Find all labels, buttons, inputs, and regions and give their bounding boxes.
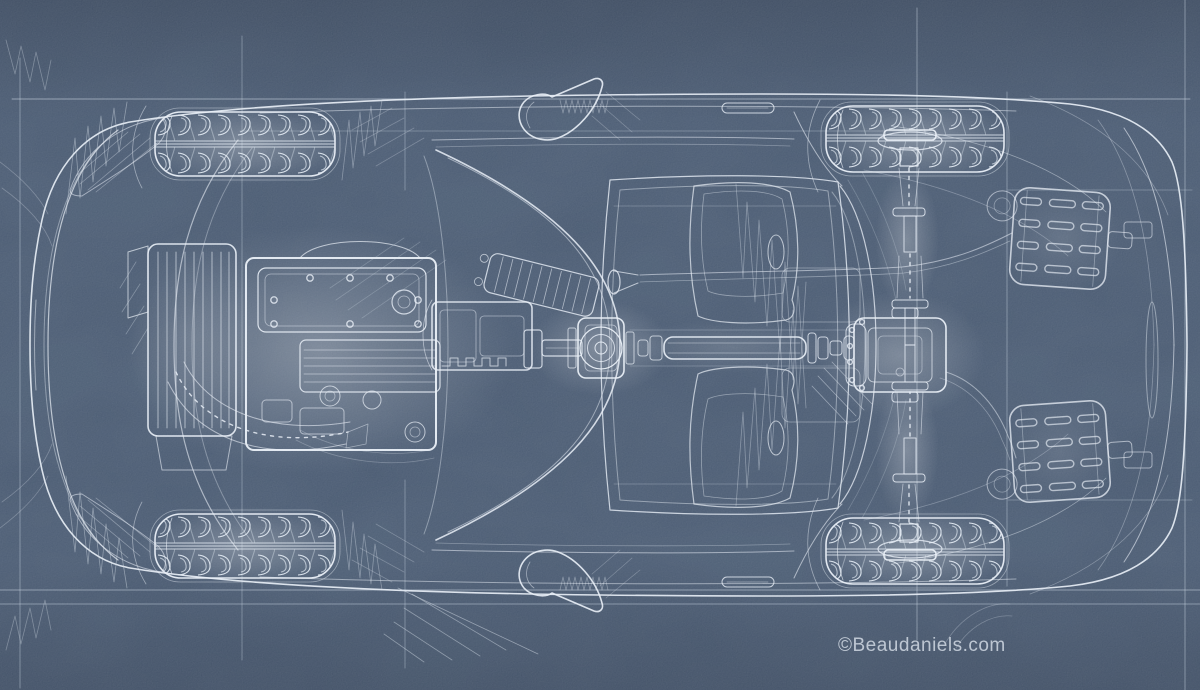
watermark: ©Beaudaniels.com [838, 635, 1006, 656]
